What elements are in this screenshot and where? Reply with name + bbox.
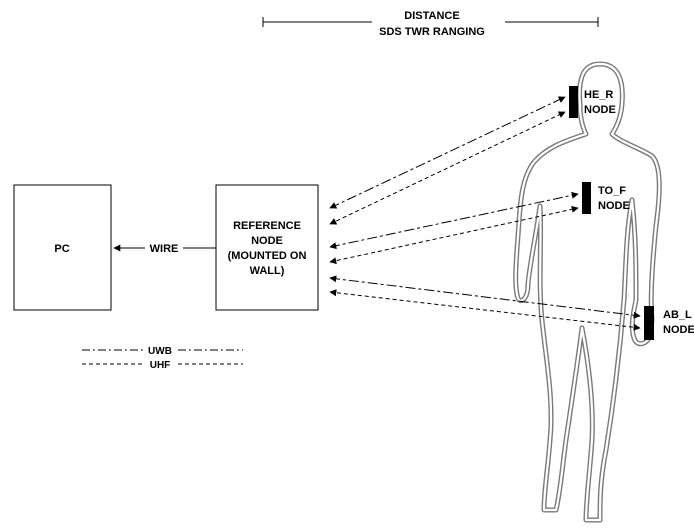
reference-line-1: REFERENCE <box>233 220 301 232</box>
uhf-link-arm <box>329 289 641 331</box>
arm-node: AB_L NODE <box>644 306 694 340</box>
torso-node-name: TO_F <box>598 185 626 197</box>
pc-label: PC <box>54 243 69 255</box>
legend-uwb-label: UWB <box>148 346 172 357</box>
reference-line-4: WALL) <box>250 265 285 277</box>
torso-node-type: NODE <box>598 200 630 212</box>
wire-connection: WIRE <box>113 243 216 255</box>
pc-box: PC <box>13 184 112 311</box>
uhf-link-torso <box>329 205 579 265</box>
torso-node-marker <box>582 182 591 214</box>
arm-node-name: AB_L <box>663 309 692 321</box>
arm-node-type: NODE <box>663 324 694 336</box>
legend-uhf-label: UHF <box>150 360 171 371</box>
human-body-outline <box>513 61 662 523</box>
head-node: HE_R NODE <box>569 86 616 118</box>
wire-label: WIRE <box>150 243 179 255</box>
reference-line-3: (MOUNTED ON <box>228 250 307 262</box>
arm-node-marker <box>644 306 654 340</box>
head-node-name: HE_R <box>584 89 613 101</box>
reference-node-box: REFERENCE NODE (MOUNTED ON WALL) <box>215 184 319 311</box>
torso-node: TO_F NODE <box>582 182 630 214</box>
ranging-label: SDS TWR RANGING <box>379 26 485 38</box>
distance-ruler: DISTANCE SDS TWR RANGING <box>262 10 599 38</box>
legend: UWB UHF <box>82 346 243 371</box>
head-node-type: NODE <box>584 104 616 116</box>
communication-links <box>329 96 641 331</box>
distance-label: DISTANCE <box>404 10 459 22</box>
uwb-link-head <box>329 96 566 209</box>
head-node-marker <box>569 86 578 118</box>
reference-line-2: NODE <box>251 235 283 247</box>
